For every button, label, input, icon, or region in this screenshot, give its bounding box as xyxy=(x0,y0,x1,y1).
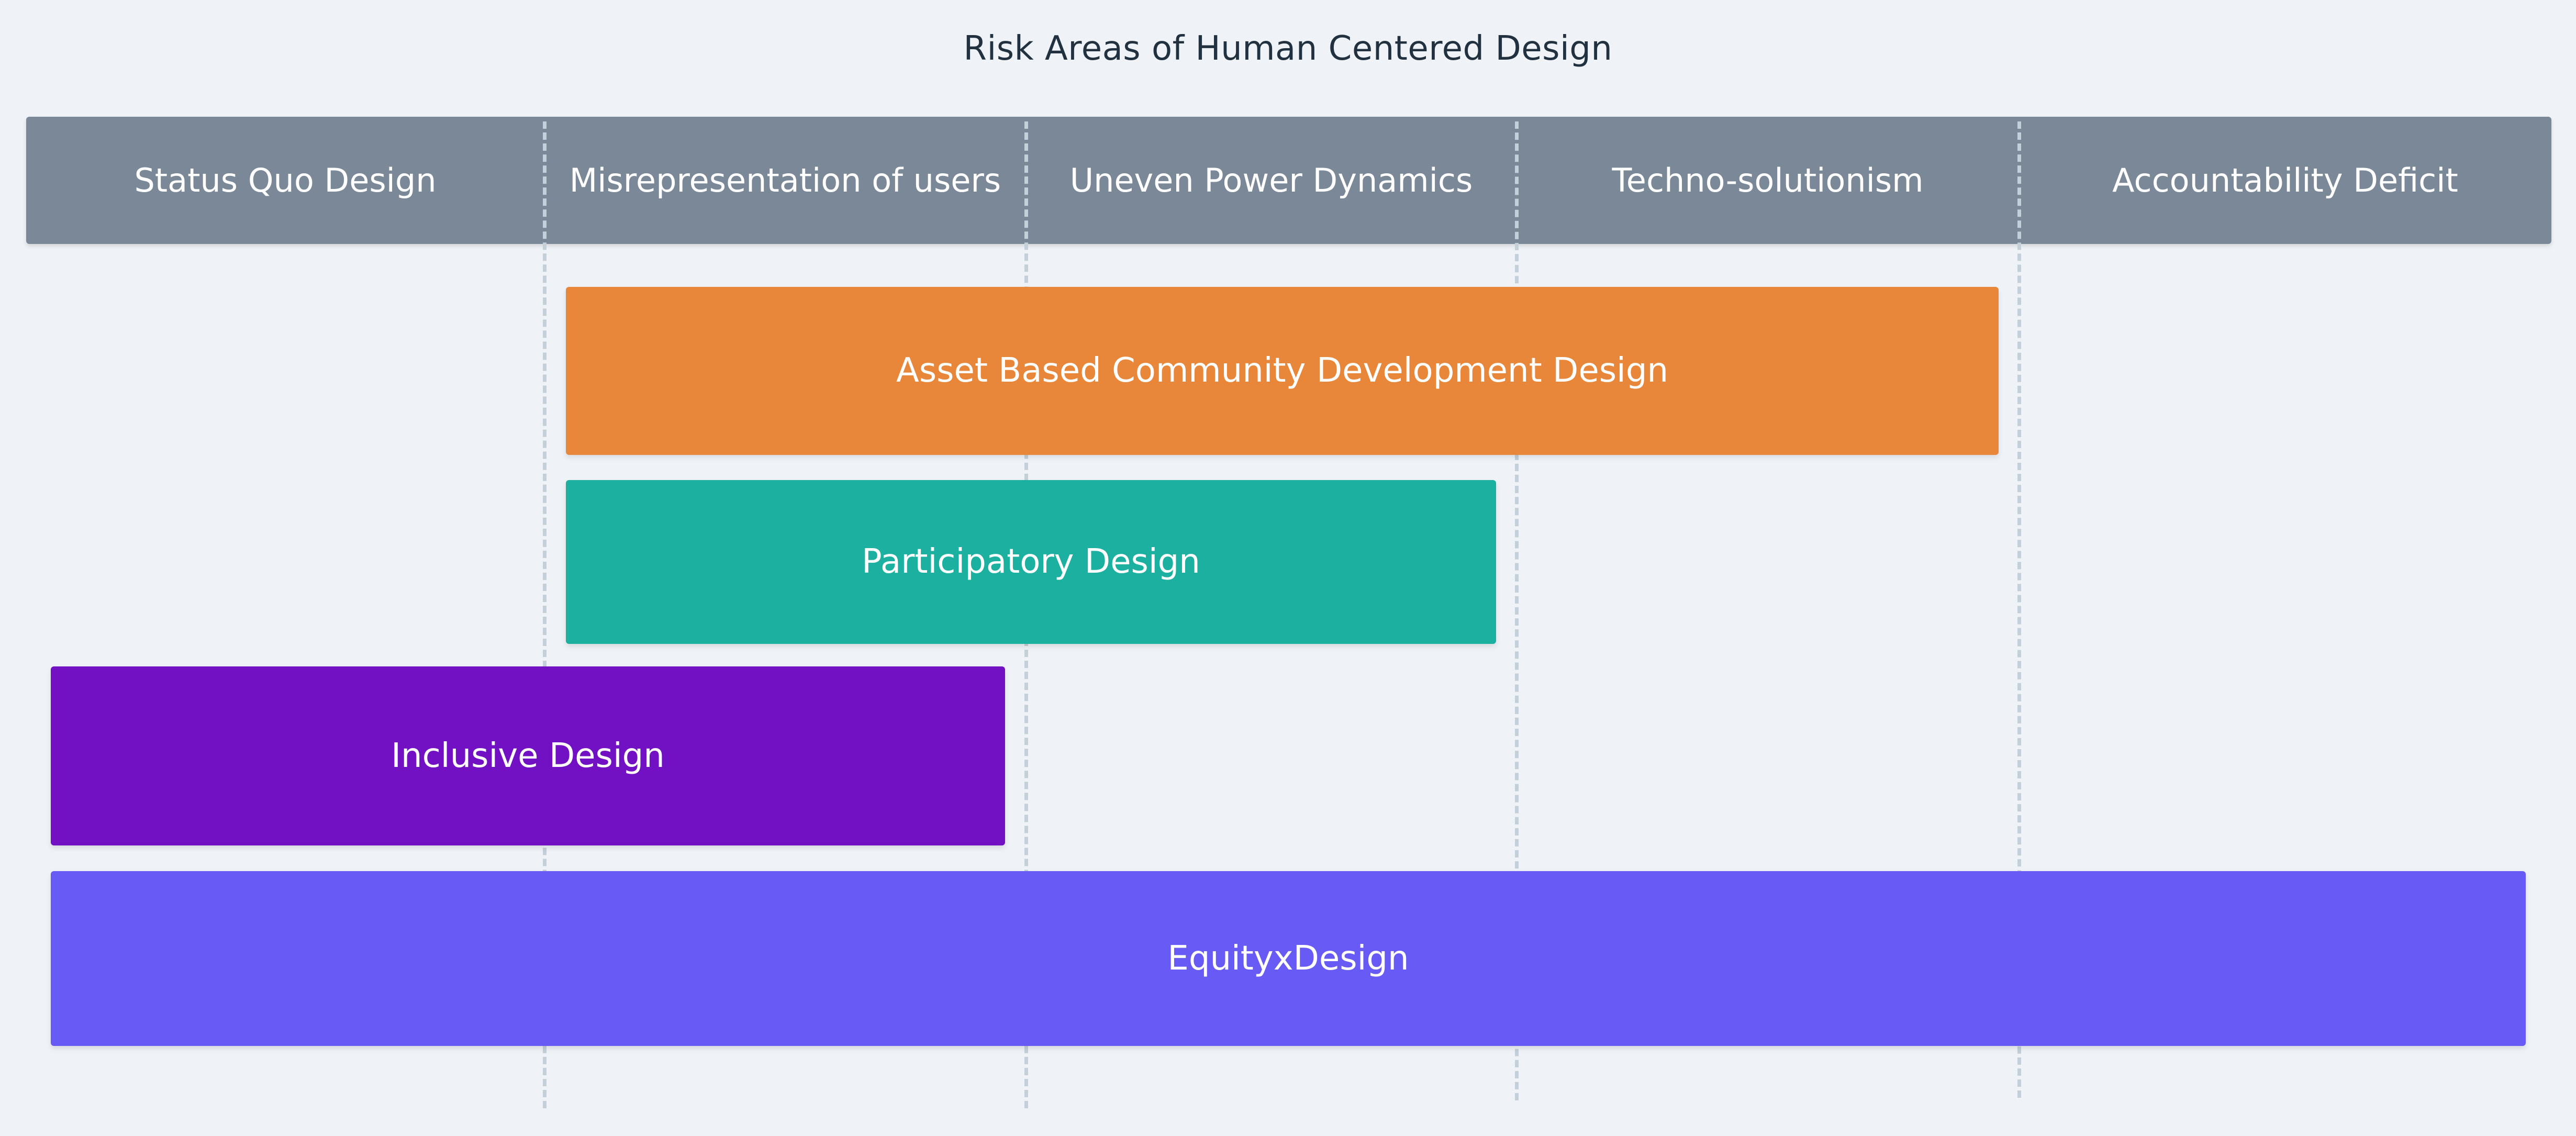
diagram-title: Risk Areas of Human Centered Design xyxy=(963,29,1613,68)
approach-bar-label: Inclusive Design xyxy=(391,737,665,775)
approach-bar-label: Participatory Design xyxy=(862,542,1200,581)
column-divider xyxy=(543,121,547,1108)
approach-bar-equityxdesign: EquityxDesign xyxy=(51,871,2526,1046)
approach-bar-asset-based-community-development-design: Asset Based Community Development Design xyxy=(566,287,1999,455)
approach-bar-inclusive-design: Inclusive Design xyxy=(51,666,1005,845)
risk-area-header-bar xyxy=(26,117,2551,244)
column-uneven-power-dynamics: Uneven Power Dynamics xyxy=(1069,161,1473,199)
column-divider xyxy=(2017,121,2021,1098)
approach-bar-label: EquityxDesign xyxy=(1167,939,1409,978)
approach-bar-participatory-design: Participatory Design xyxy=(566,480,1496,644)
column-accountability-deficit: Accountability Deficit xyxy=(2112,161,2458,199)
column-status-quo-design: Status Quo Design xyxy=(134,161,437,199)
approach-bar-label: Asset Based Community Development Design xyxy=(896,351,1668,390)
column-divider xyxy=(1515,121,1519,1100)
column-misrepresentation-of-users: Misrepresentation of users xyxy=(569,161,1001,199)
column-techno-solutionism: Techno-solutionism xyxy=(1612,161,1924,199)
